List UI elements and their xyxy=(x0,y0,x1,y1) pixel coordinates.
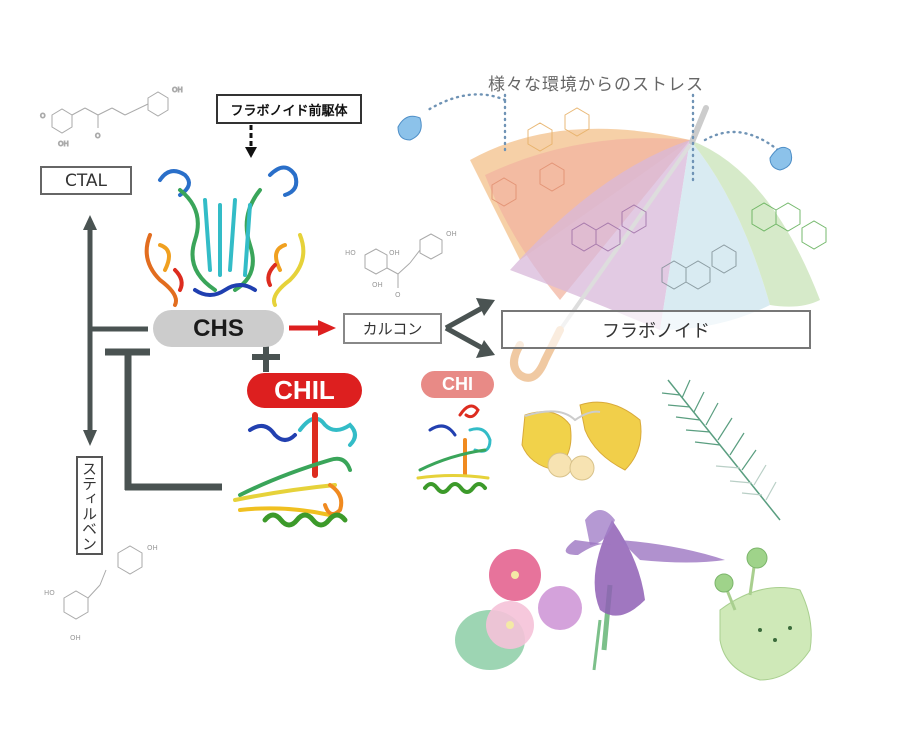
stilbene-label: スティルベン xyxy=(80,460,98,551)
hydroxyl-label: OH xyxy=(372,281,383,289)
umbrella-illustration xyxy=(470,105,827,382)
hydroxyl-label: OH xyxy=(58,140,69,148)
chalcone-label: カルコン xyxy=(362,320,423,338)
oxo-label: O xyxy=(40,112,46,120)
chs-protein-structure xyxy=(144,165,306,307)
hydroxyl-label: OH xyxy=(446,230,457,238)
arrow-down-icon xyxy=(245,147,257,158)
stress-paths xyxy=(426,93,780,182)
precursor-label: フラボノイド前駆体 xyxy=(230,103,348,119)
flavonoid-label: フラボノイド xyxy=(602,320,710,342)
chs-label: CHS xyxy=(193,314,244,342)
chil-label: CHIL xyxy=(274,375,335,405)
chalcone-structure: HO OH OH O OH xyxy=(345,230,457,299)
chi-protein-structure xyxy=(416,404,492,494)
hydroxyl-label: OH xyxy=(70,634,81,642)
chil-enzyme-pill: CHIL xyxy=(247,373,362,408)
chil-protein-structure xyxy=(233,412,357,528)
chs-enzyme-pill: CHS xyxy=(153,310,284,347)
hydroxyl-label: OH xyxy=(389,249,400,257)
oxo-label: O xyxy=(95,132,101,140)
ctal-box: CTAL xyxy=(40,166,132,195)
stilbene-box: スティルベン xyxy=(76,456,103,555)
precursor-box: フラボノイド前駆体 xyxy=(216,94,362,124)
oxo-label: O xyxy=(395,291,401,299)
stilbene-structure: HO OH OH xyxy=(44,544,158,642)
pathway-arrows xyxy=(83,125,495,491)
flavonoid-box: フラボノイド xyxy=(501,310,811,349)
ctal-structure: O OH O OH xyxy=(40,86,184,149)
red-arrow-icon xyxy=(318,320,336,336)
stress-label: 様々な環境からのストレス xyxy=(488,75,704,95)
hydroxyl-label: OH xyxy=(172,86,183,94)
iris-illustration xyxy=(565,510,725,671)
water-droplet-icon xyxy=(397,115,793,171)
arrow-down-icon xyxy=(83,430,97,446)
liverwort-illustration xyxy=(714,547,812,681)
ctal-label: CTAL xyxy=(64,170,108,191)
chalcone-box: カルコン xyxy=(343,313,442,344)
hydroxyl-label: OH xyxy=(147,544,158,552)
ginkgo-illustration xyxy=(521,401,642,481)
petunia-illustration xyxy=(455,549,582,670)
hydroxyl-label: HO xyxy=(345,249,356,257)
hydroxyl-label: HO xyxy=(44,589,55,597)
chi-enzyme-pill: CHI xyxy=(421,371,494,398)
fern-illustration xyxy=(661,379,781,521)
arrow-up-icon xyxy=(83,215,97,230)
chi-label: CHI xyxy=(442,374,473,394)
